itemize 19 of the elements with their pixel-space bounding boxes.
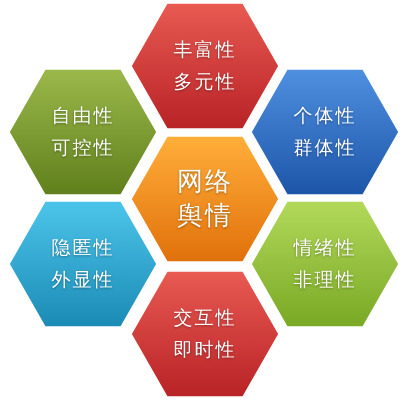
hexagon-label: 群体性 (294, 136, 356, 161)
hexagon-label: 情绪性 (294, 236, 356, 261)
hexagon (250, 68, 400, 196)
hexagon-label: 网络舆情 (176, 166, 234, 233)
hexagon-label: 可控性 (52, 136, 114, 161)
hexagon (130, 270, 280, 398)
hexagon (8, 68, 158, 196)
hexagon-label: 丰富性 (174, 38, 236, 63)
hexagon (8, 200, 158, 328)
hexagon (130, 2, 280, 130)
hexagon-label: 隐匿性 (52, 236, 114, 261)
hexagon-label: 多元性 (174, 70, 236, 95)
hexagon-label: 非理性 (294, 268, 356, 293)
hexagon-label: 自由性 (52, 104, 114, 129)
hexagon-label: 个体性 (294, 104, 356, 129)
hexagon (250, 200, 400, 328)
hexagon-label: 即时性 (174, 338, 236, 363)
hexagon-label: 交互性 (174, 306, 236, 331)
hexagon-label: 外显性 (52, 268, 114, 293)
